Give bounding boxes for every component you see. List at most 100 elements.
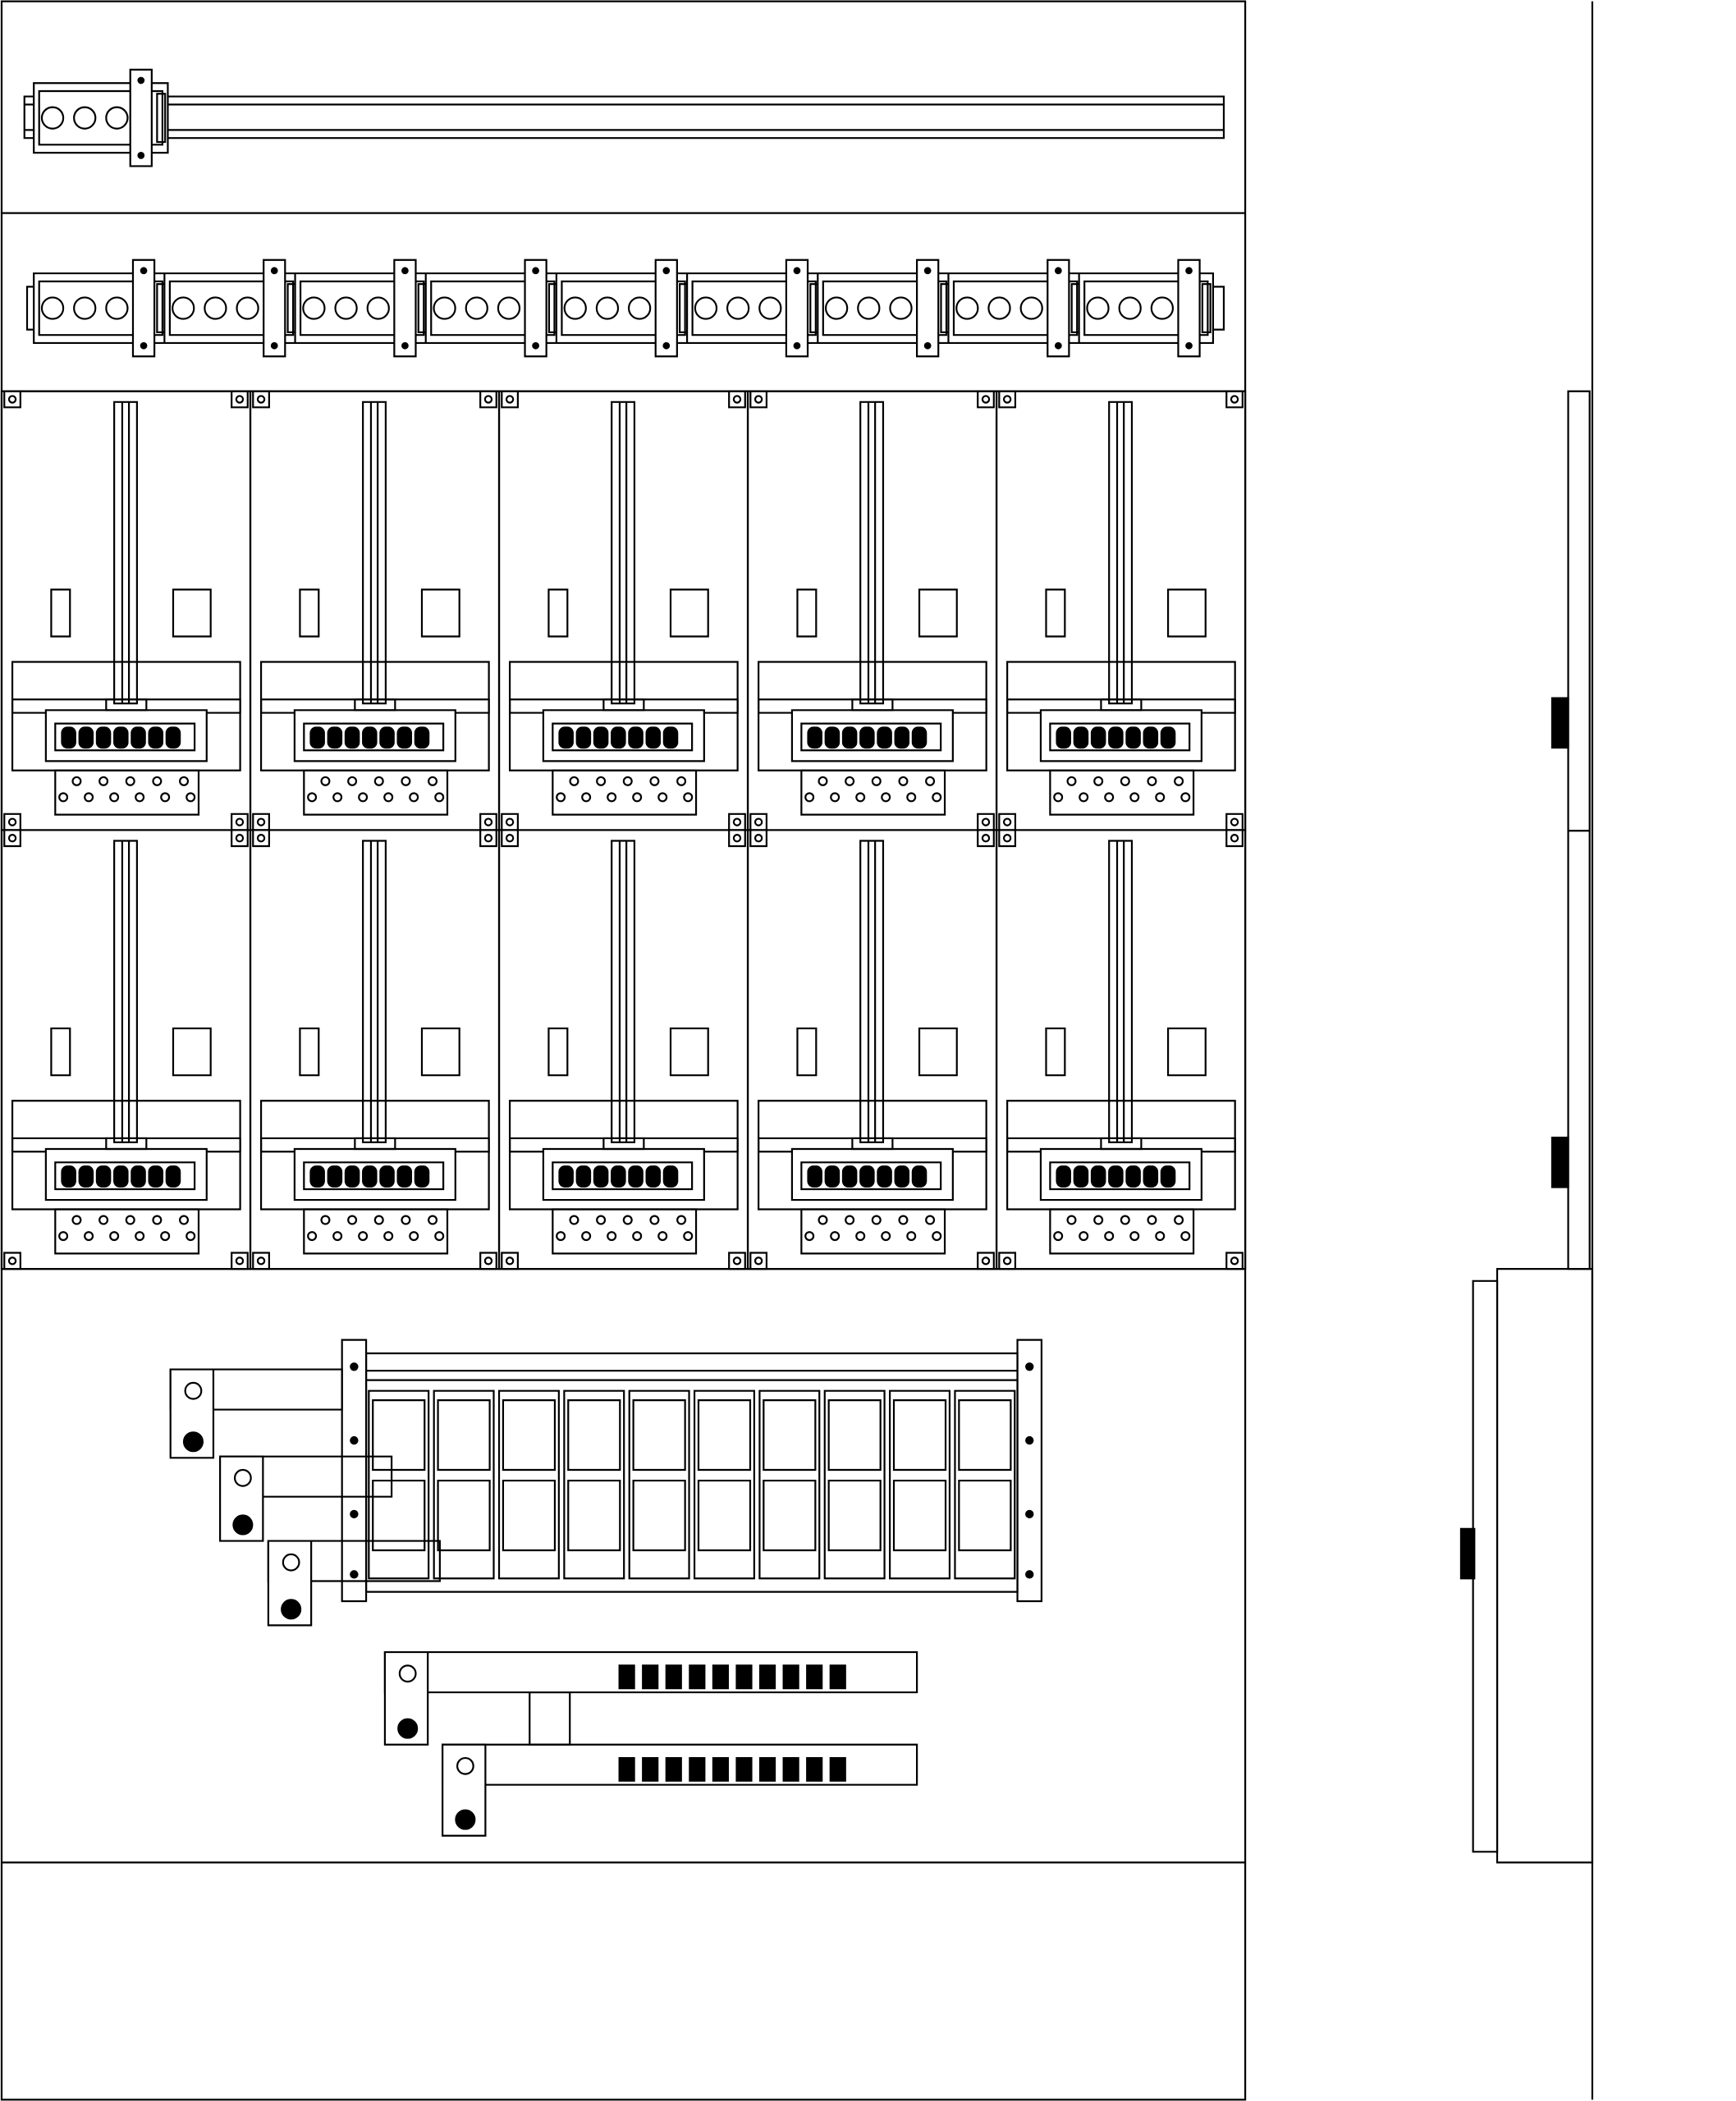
busbar-link [529, 1692, 570, 1745]
side-lower-box [1497, 1269, 1592, 1862]
screw-mount [999, 814, 1015, 831]
plate-hole [110, 1232, 118, 1240]
screw-icon [258, 1257, 264, 1264]
terminal-screw [310, 1166, 323, 1186]
lug-hole [400, 1665, 416, 1682]
clamp-screw [925, 268, 931, 274]
terminal-screw [149, 728, 163, 748]
screw-icon [236, 396, 243, 402]
plate-hole [375, 1216, 383, 1224]
plate-hole [1156, 1232, 1164, 1240]
module-body [369, 1391, 428, 1579]
plate-hole [99, 1216, 108, 1224]
terminal-screw [647, 728, 660, 748]
perforated-plate [304, 771, 447, 815]
plate-hole [99, 777, 108, 785]
screw-mount [4, 1253, 21, 1270]
meter-window-small [548, 589, 567, 636]
plate-hole [1130, 794, 1138, 802]
meter-hanger [355, 1138, 395, 1149]
meter-panel-frame [748, 391, 996, 831]
module-window [438, 1400, 490, 1470]
busbar-connector [220, 1457, 392, 1541]
terminal-block-inner [431, 282, 554, 335]
clamp-screw [795, 268, 800, 274]
screw-icon [506, 819, 513, 826]
plate-hole [856, 794, 864, 802]
support-screw [350, 1571, 357, 1577]
screw-mount [231, 1253, 248, 1270]
lug-hole [235, 1470, 251, 1486]
screw-icon [258, 835, 264, 841]
screw-icon [755, 396, 762, 402]
plate-hole [831, 794, 839, 802]
screw-icon [9, 835, 16, 841]
module-body [694, 1391, 754, 1579]
wire-duct [860, 840, 883, 1142]
module-window [894, 1481, 946, 1550]
meter-panel-frame [250, 391, 499, 831]
screw-icon [983, 835, 989, 841]
end-clamp-body [1178, 260, 1199, 357]
terminal-screw [611, 728, 625, 748]
terminal-screw [368, 297, 389, 318]
end-clamp-body [263, 260, 285, 357]
plate-hole [410, 794, 418, 802]
din-rail-section [27, 260, 1224, 357]
screw-mount [729, 1253, 745, 1270]
terminal-screw [843, 1166, 856, 1186]
support-screw [1026, 1571, 1033, 1577]
plate-hole [435, 794, 443, 802]
end-clamp [394, 260, 415, 357]
terminal-screw [172, 297, 194, 318]
meter-window [671, 1028, 708, 1075]
perforated-plate [552, 771, 696, 815]
plate-hole [85, 1232, 93, 1240]
plate-hole [110, 794, 118, 802]
wire-duct [611, 840, 634, 1142]
perforated-plate [1050, 1209, 1193, 1253]
screw-mount [480, 830, 497, 846]
busbar-terminal [643, 1665, 657, 1688]
plate-hole [180, 1216, 188, 1224]
module-window [894, 1400, 946, 1470]
module-body [759, 1391, 819, 1579]
plate-hole [1121, 777, 1129, 785]
screw-mount [231, 814, 248, 831]
terminal-screw [826, 728, 839, 748]
meter-window [1168, 1028, 1206, 1075]
end-clamp-body [656, 260, 677, 357]
terminal-screw [1152, 297, 1173, 318]
meter-panel-frame [748, 830, 996, 1269]
plate-hole [932, 794, 941, 802]
screw-icon [236, 819, 243, 826]
module-body [890, 1391, 950, 1579]
plate-hole [1175, 1216, 1183, 1224]
plate-hole [831, 1232, 839, 1240]
terminal-screw [1057, 728, 1070, 748]
terminal-screw [80, 728, 93, 748]
busbar-terminal [620, 1758, 634, 1781]
busbar-terminal [713, 1758, 728, 1781]
module-window [829, 1400, 881, 1470]
busbar-support-left [342, 1340, 366, 1601]
busbar-assembly [171, 1340, 1042, 1626]
plate-hole [85, 794, 93, 802]
plate-hole [186, 1232, 195, 1240]
plate-hole [1094, 777, 1102, 785]
plate-hole [161, 794, 169, 802]
screw-mount [480, 1253, 497, 1270]
perforated-plate [801, 771, 945, 815]
terminal-strip [552, 1162, 692, 1189]
screw-mount [1226, 1253, 1243, 1270]
meter-hanger [852, 1138, 892, 1149]
plate-hole [59, 794, 67, 802]
screw-icon [983, 819, 989, 826]
screw-icon [1231, 1257, 1238, 1264]
screw-mount [4, 830, 21, 846]
meter-panel-frame [499, 391, 748, 831]
plate-hole [348, 777, 356, 785]
wire-duct [114, 402, 137, 703]
screw-icon [236, 1257, 243, 1264]
